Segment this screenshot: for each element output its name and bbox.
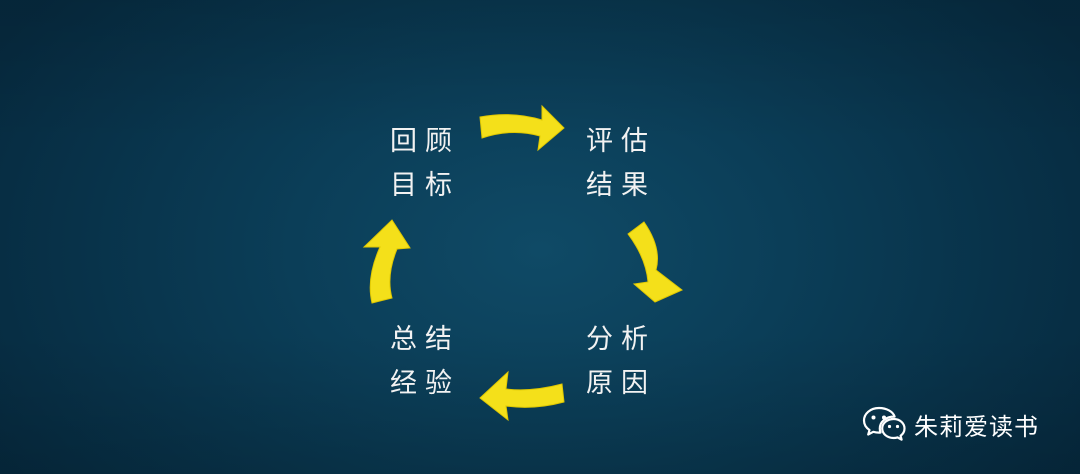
wechat-icon: [862, 406, 906, 441]
watermark-text: 朱莉爱读书: [914, 412, 1039, 441]
watermark: 朱莉爱读书: [862, 404, 1039, 444]
node-analyze-line2: 原因: [586, 368, 656, 399]
arrow-review-to-evaluate: [479, 104, 565, 152]
node-analyze: 分析 原因: [586, 318, 656, 406]
node-evaluate-line2: 结果: [586, 170, 656, 201]
node-review-line2: 目标: [390, 170, 460, 201]
node-summary-line2: 经验: [390, 368, 460, 399]
node-summary-line1: 总结: [390, 324, 460, 355]
arrow-summary-to-review: [362, 219, 411, 304]
node-evaluate-line1: 评估: [586, 126, 656, 157]
node-review: 回顾 目标: [390, 120, 460, 208]
arrow-evaluate-to-analyze: [627, 221, 683, 303]
node-review-line1: 回顾: [390, 126, 460, 157]
node-evaluate: 评估 结果: [586, 120, 656, 208]
node-analyze-line1: 分析: [586, 324, 656, 355]
node-summary: 总结 经验: [390, 318, 460, 406]
arrow-analyze-to-summary: [479, 370, 565, 422]
